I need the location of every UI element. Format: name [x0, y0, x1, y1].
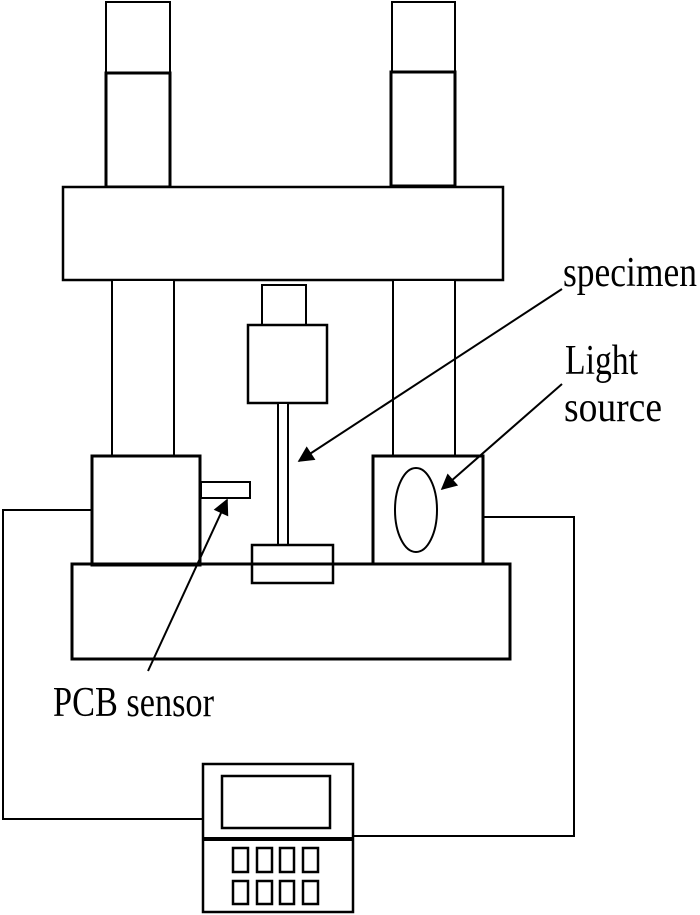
keypad-button: [278, 879, 296, 906]
specimen-label: specimen: [563, 250, 697, 296]
keypad-button: [255, 846, 274, 874]
pcb-sensor-arrow: [147, 498, 229, 672]
pcb-sensor-tab: [200, 481, 251, 499]
right-piston-rod: [391, 1, 456, 73]
light-source-label-line2: source: [564, 385, 662, 431]
left-cable: [2, 509, 203, 820]
crossbeam: [61, 185, 505, 282]
specimen-arrow: [297, 288, 563, 462]
machine-base: [70, 562, 512, 661]
light-source-arrow: [440, 383, 563, 491]
keypad-button: [255, 879, 274, 906]
left-piston-cylinder: [104, 71, 172, 189]
specimen-rod: [277, 402, 289, 547]
keypad-button: [301, 846, 320, 874]
specimen-upper-grip: [246, 323, 329, 405]
left-grip-block: [90, 454, 202, 567]
specimen-stem: [261, 284, 307, 326]
light-source-box: [371, 454, 485, 566]
light-source-label-line1: Light: [565, 338, 638, 384]
left-column: [111, 279, 175, 457]
light-source-lens: [394, 467, 438, 553]
keypad-button: [231, 879, 250, 906]
keypad-button: [231, 846, 250, 874]
right-piston-cylinder: [389, 70, 457, 188]
right-column: [392, 279, 456, 457]
controller-display: [220, 774, 332, 830]
controller-keypad: [231, 846, 320, 906]
keypad-button: [278, 846, 296, 874]
left-piston-rod: [105, 1, 171, 74]
right-cable: [353, 516, 575, 837]
keypad-button: [301, 879, 320, 906]
pcb-sensor-label: PCB sensor: [53, 680, 214, 726]
